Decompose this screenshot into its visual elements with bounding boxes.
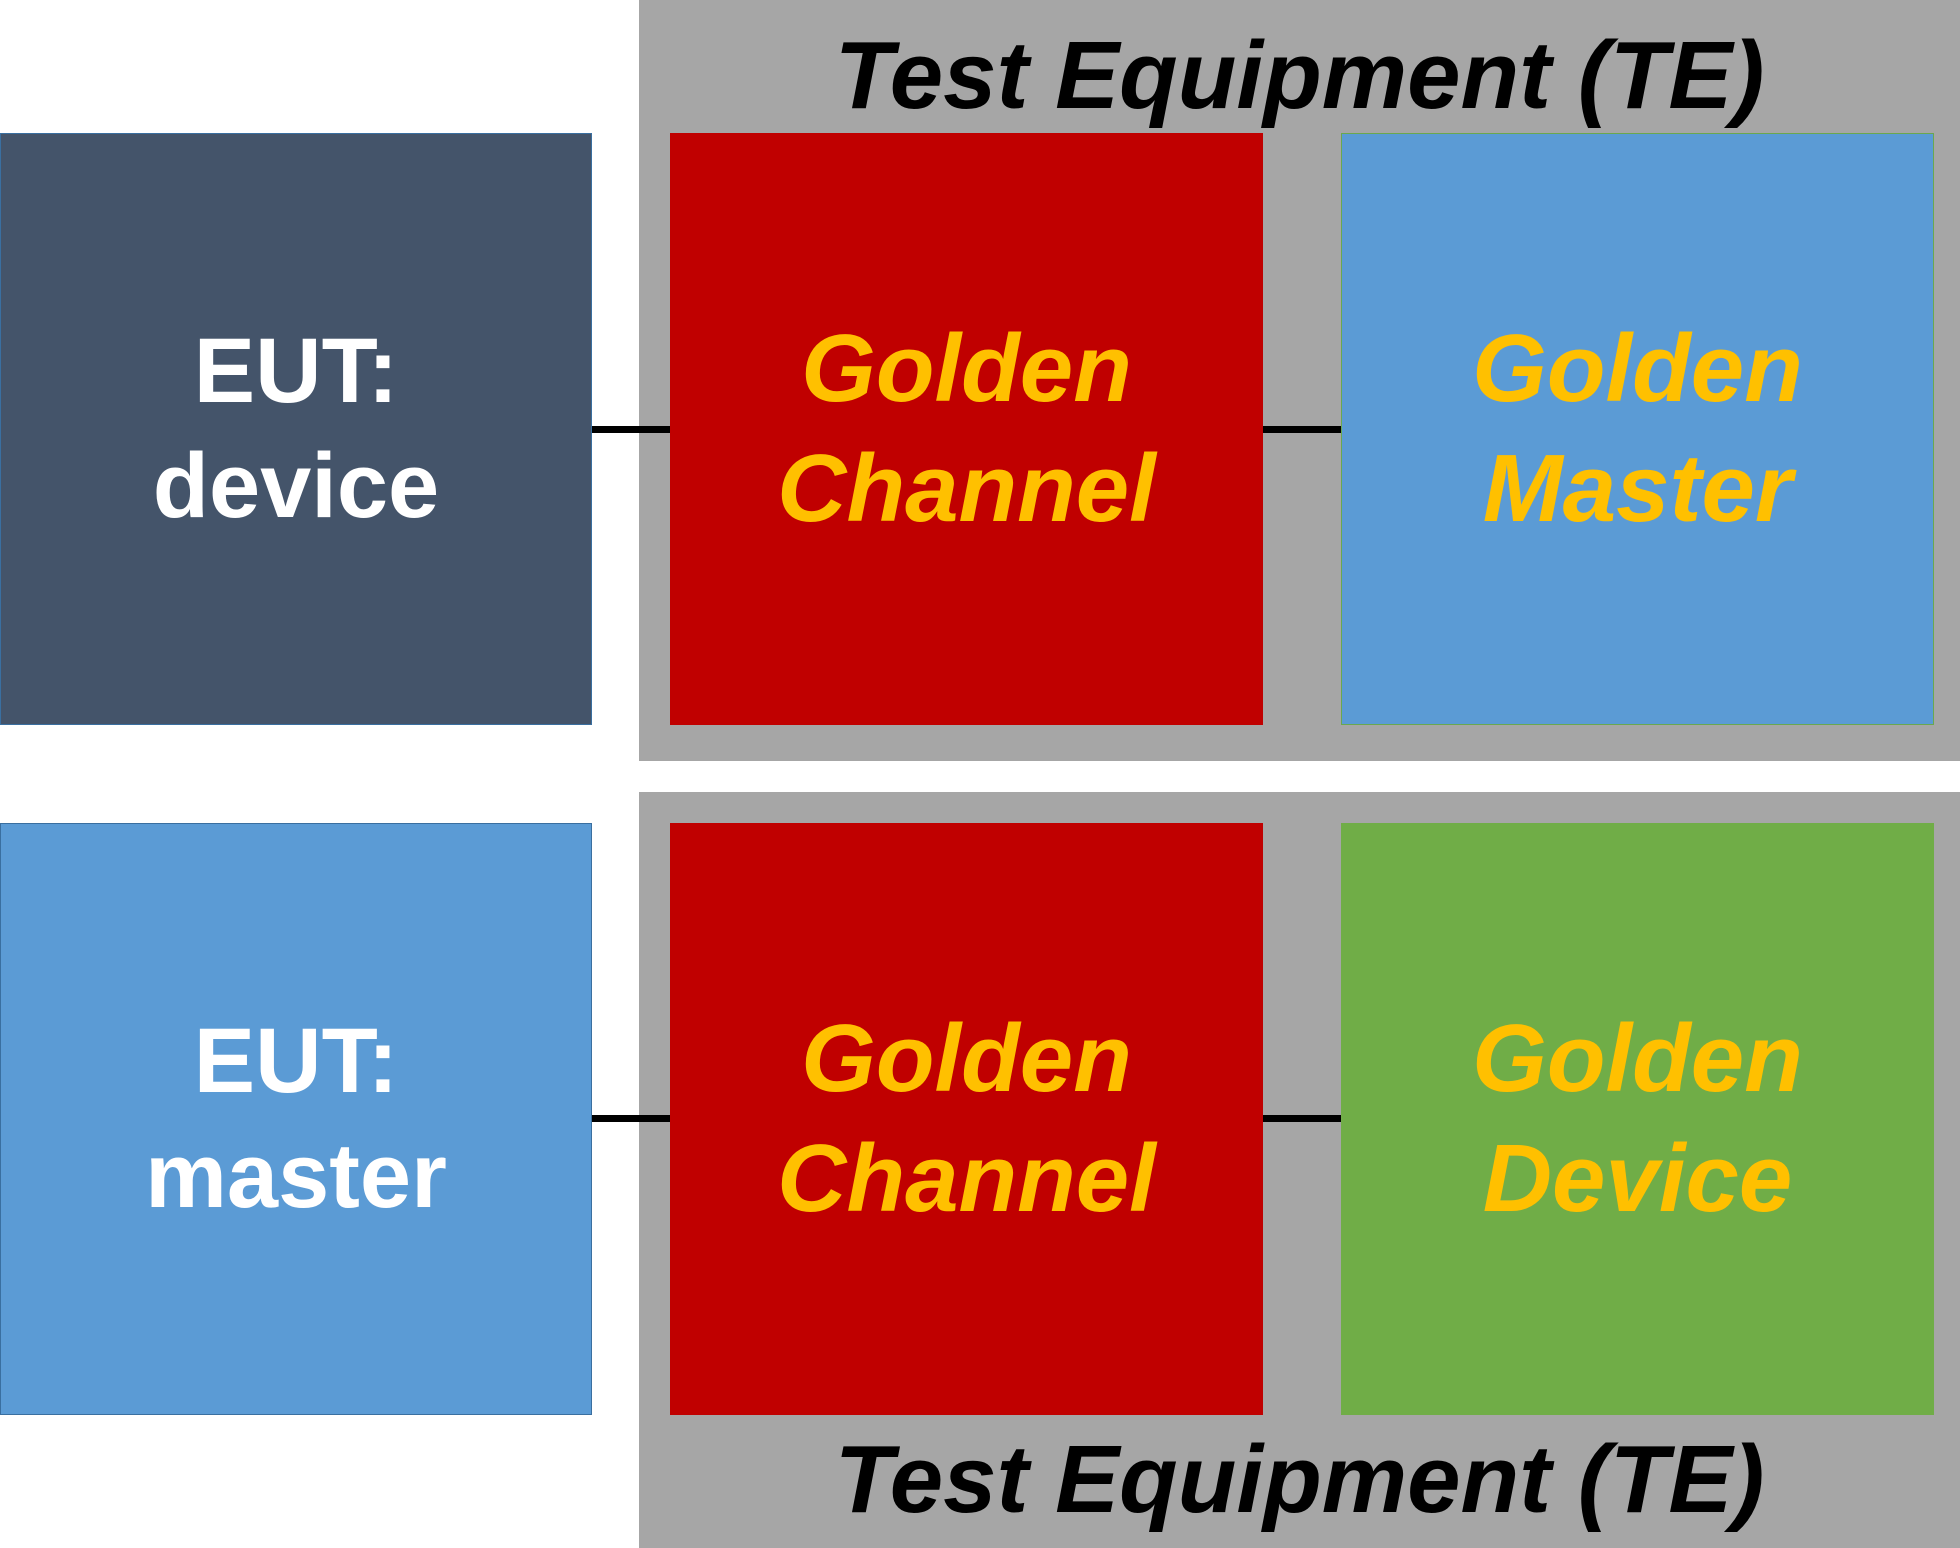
- golden-channel-bottom-line1: Golden: [801, 1005, 1132, 1112]
- golden-device-box: Golden Device: [1341, 823, 1934, 1415]
- golden-master-box: Golden Master: [1341, 133, 1934, 725]
- connector-channel-to-golden-master: [1263, 426, 1341, 433]
- golden-channel-box-bottom: Golden Channel: [670, 823, 1263, 1415]
- eut-master-box: EUT: master: [0, 823, 592, 1415]
- te-label-bottom: Test Equipment (TE): [834, 1426, 1765, 1533]
- eut-master-role: master: [145, 1125, 447, 1227]
- golden-channel-top-line2: Channel: [777, 435, 1156, 542]
- te-label-top: Test Equipment (TE): [834, 22, 1765, 129]
- eut-device-role: device: [152, 435, 440, 537]
- golden-channel-box-top: Golden Channel: [670, 133, 1263, 725]
- eut-master-label: EUT:: [193, 1010, 399, 1112]
- golden-channel-top-line1: Golden: [801, 315, 1132, 422]
- eut-device-label: EUT:: [193, 320, 399, 422]
- golden-master-line2: Master: [1482, 435, 1793, 542]
- connector-eut-master-to-channel: [592, 1115, 670, 1122]
- eut-device-box: EUT: device: [0, 133, 592, 725]
- golden-device-line2: Device: [1482, 1125, 1793, 1232]
- connector-channel-to-golden-device: [1263, 1115, 1341, 1122]
- golden-channel-bottom-line2: Channel: [777, 1125, 1156, 1232]
- golden-master-line1: Golden: [1472, 315, 1803, 422]
- golden-device-line1: Golden: [1472, 1005, 1803, 1112]
- connector-eut-device-to-channel: [592, 426, 670, 433]
